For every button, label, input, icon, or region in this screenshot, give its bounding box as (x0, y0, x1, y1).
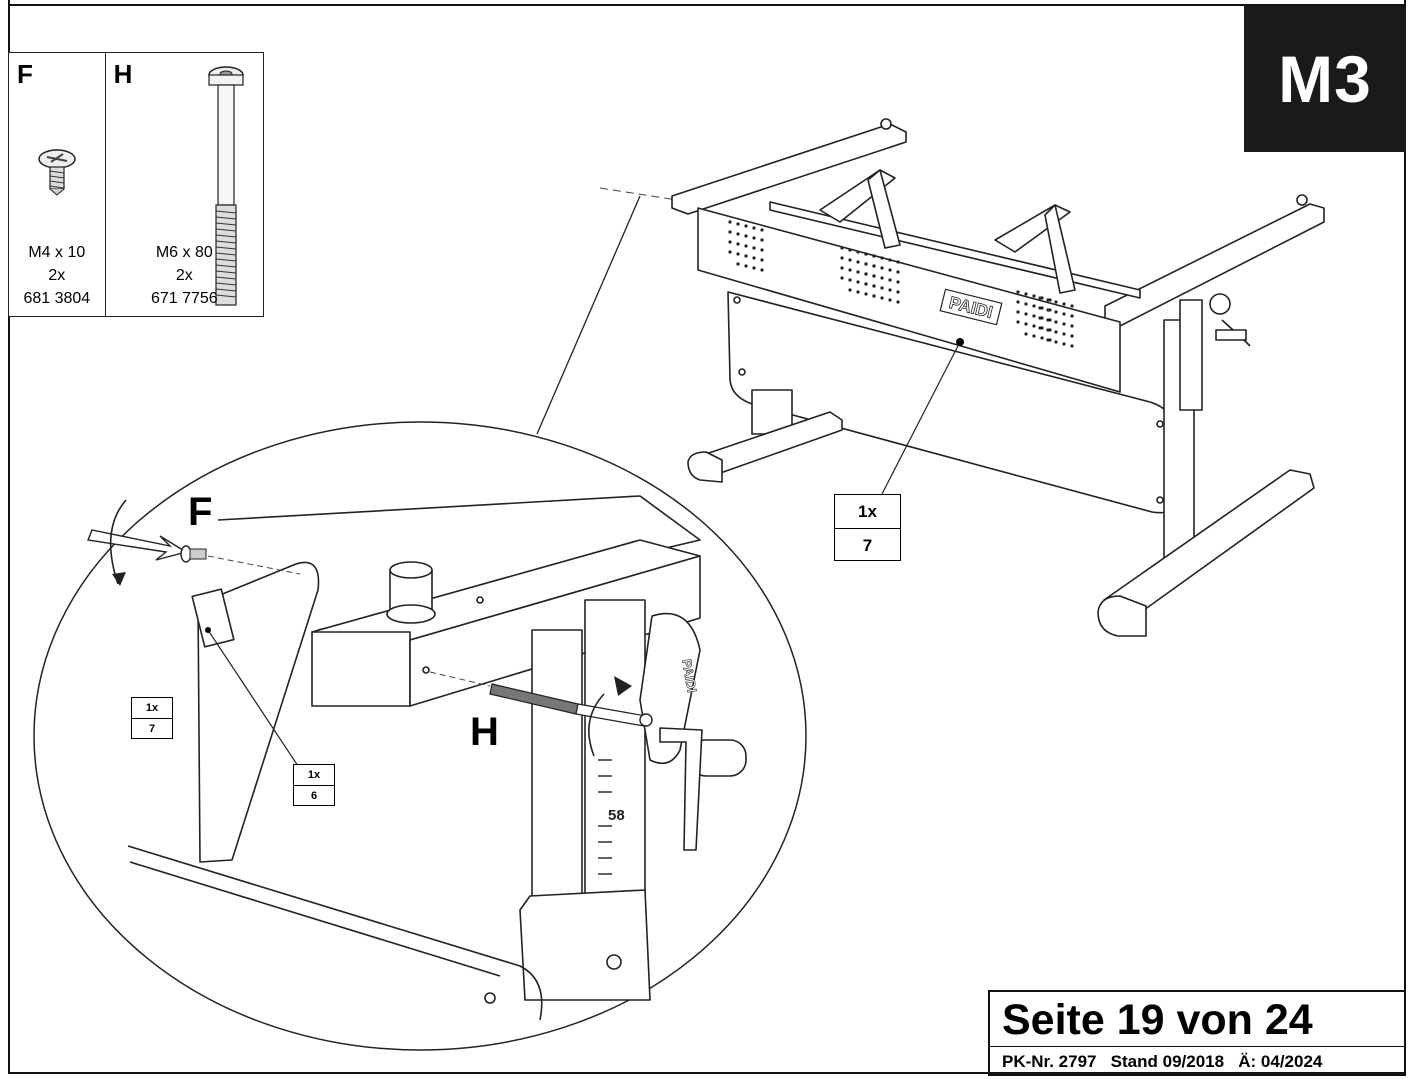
part-h: H M6 x 80 2x 671 7756 (106, 53, 263, 316)
stand-date: Stand 09/2018 (1110, 1052, 1225, 1071)
qty-panel-part: 7 (148, 723, 156, 735)
page-number: Seite 19 von 24 (1002, 996, 1313, 1044)
desk-frame-illustration (671, 118, 1325, 637)
page-frame (8, 0, 1406, 1074)
qty-bracket-part: 6 (310, 790, 318, 802)
part-f-size: M4 x 10 (28, 244, 86, 261)
part-h-number: 671 7756 (150, 290, 218, 307)
revision-date: Ä: 04/2024 (1238, 1052, 1323, 1071)
qty-box-bracket: 1x 6 (293, 764, 335, 806)
qty-main-count: 1x (835, 495, 900, 529)
bolt-h-icon (207, 66, 244, 306)
part-f: F M4 x 10 2x 681 3804 (9, 53, 106, 316)
page-footer: Seite 19 von 24 PK-Nr. 2797 Stand 09/201… (988, 990, 1406, 1076)
qty-box-main: 1x 7 (834, 494, 901, 561)
footer-meta: PK-Nr. 2797 Stand 09/2018 Ä: 04/2024 (1002, 1052, 1322, 1072)
part-f-letter: F (17, 59, 33, 89)
part-h-size: M6 x 80 (155, 244, 213, 261)
footer-divider (990, 1046, 1404, 1047)
screw-f-icon (38, 149, 76, 196)
callout-h: H (470, 710, 499, 754)
perforation-pattern (728, 220, 1074, 348)
part-h-spec: M6 x 80 2x 671 7756 (106, 241, 263, 310)
step-label: M3 (1278, 42, 1372, 116)
part-h-count: 2x (175, 267, 193, 284)
screw-f-detail (87, 499, 301, 586)
part-f-number: 681 3804 (23, 290, 91, 307)
qty-main-part: 7 (862, 536, 873, 555)
bolt-h-detail (429, 671, 653, 757)
height-scale (598, 759, 612, 875)
part-h-letter: H (113, 59, 133, 89)
callout-f: F (188, 490, 213, 534)
parts-table: F M4 x 10 2x 681 3804 H M6 x 80 (8, 52, 264, 317)
detail-illustration (127, 495, 747, 1021)
qty-panel-count: 1x (132, 698, 172, 719)
top-border (8, 4, 1406, 6)
step-badge: M3 (1244, 6, 1406, 152)
scale-mark: 58 (608, 807, 625, 824)
pk-number: PK-Nr. 2797 (1002, 1052, 1097, 1071)
part-f-count: 2x (48, 267, 66, 284)
part-f-spec: M4 x 10 2x 681 3804 (9, 241, 105, 310)
qty-bracket-count: 1x (294, 765, 334, 786)
brand-text-detail: PAIDI (679, 658, 700, 694)
qty-box-panel: 1x 7 (131, 697, 173, 739)
